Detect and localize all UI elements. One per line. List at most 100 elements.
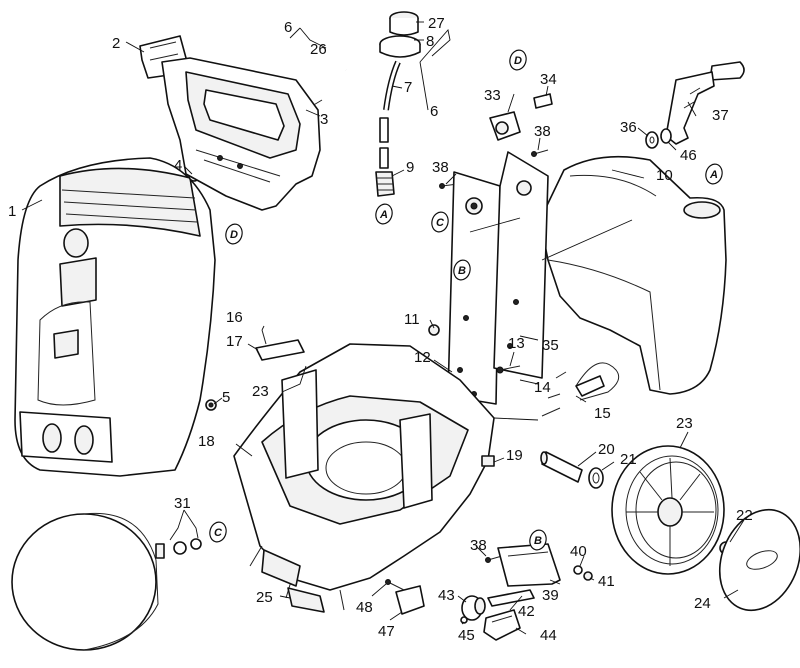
pin-48-part	[385, 579, 405, 591]
reference-marker-b-rail: B	[453, 259, 471, 281]
pedal-44-part	[483, 609, 521, 641]
shaft-42-part	[487, 589, 535, 607]
filler-cap-part	[379, 11, 421, 58]
label-27: 27	[428, 15, 445, 32]
bracket-39-part	[497, 543, 561, 587]
hose-reel-part	[11, 512, 202, 651]
svg-text:D: D	[514, 55, 522, 67]
label-20: 20	[598, 441, 615, 458]
label-25: 25	[256, 589, 273, 606]
label-43: 43	[438, 587, 455, 604]
handle-frame-part	[161, 57, 321, 211]
label-42: 42	[518, 603, 535, 620]
label-26: 26	[310, 41, 327, 58]
label-21: 21	[620, 451, 637, 468]
label-23-wheel: 23	[676, 415, 693, 432]
label-17: 17	[226, 333, 243, 350]
label-6-top: 6	[284, 19, 292, 36]
label-23-base: 23	[252, 383, 269, 400]
washer-46-part	[660, 128, 672, 144]
ring-21-part	[588, 467, 604, 489]
label-19: 19	[506, 447, 523, 464]
valve-33-part	[489, 111, 521, 141]
label-10: 10	[656, 167, 673, 184]
reference-marker-d-valve: D	[509, 49, 527, 71]
pin-45-part	[460, 616, 468, 624]
label-34: 34	[540, 71, 557, 88]
tank-part	[539, 155, 727, 395]
axle-20-part	[540, 451, 583, 483]
svg-text:B: B	[458, 265, 466, 277]
reference-marker-a-tank: A	[705, 163, 723, 185]
screw-38-lower-part	[485, 555, 503, 563]
washer-36-part	[645, 131, 659, 149]
reference-marker-d-handle: D	[225, 223, 243, 245]
label-37: 37	[712, 107, 729, 124]
svg-text:A: A	[709, 169, 718, 181]
svg-text:C: C	[214, 527, 223, 539]
label-33: 33	[484, 87, 501, 104]
label-16: 16	[226, 309, 243, 326]
label-3: 3	[320, 111, 328, 128]
label-18: 18	[198, 433, 215, 450]
foot-25-part	[287, 587, 325, 613]
label-9: 9	[406, 159, 414, 176]
svg-text:C: C	[436, 217, 445, 229]
wheel-part	[611, 445, 725, 575]
svg-text:A: A	[379, 209, 388, 221]
left-rail-part	[447, 171, 501, 405]
reference-marker-b-bracket: B	[529, 529, 547, 551]
screw-11-part	[428, 324, 440, 336]
label-1: 1	[8, 203, 16, 220]
screw-5-part	[205, 399, 217, 411]
label-41: 41	[598, 573, 615, 590]
clip-19-part	[481, 455, 495, 467]
base-housing-part	[233, 343, 495, 611]
label-48: 48	[356, 599, 373, 616]
label-6-right: 6	[430, 103, 438, 120]
screw-13-part	[496, 365, 521, 374]
label-38-upper: 38	[534, 123, 551, 140]
label-11: 11	[404, 311, 420, 328]
label-47: 47	[378, 623, 395, 640]
leader-lines	[21, 21, 745, 635]
washer-40-part	[573, 565, 583, 575]
label-35: 35	[542, 337, 559, 354]
svg-text:D: D	[230, 229, 238, 241]
clip-34-part	[533, 93, 553, 109]
label-13: 13	[508, 335, 525, 352]
reference-marker-c-reel: C	[209, 521, 227, 543]
label-39: 39	[542, 587, 559, 604]
label-2: 2	[112, 35, 120, 52]
latch-47-part	[395, 585, 425, 615]
label-44: 44	[540, 627, 557, 644]
label-40: 40	[570, 543, 587, 560]
label-4: 4	[174, 157, 182, 174]
roller-43-part	[461, 595, 486, 621]
right-rail-part	[493, 151, 549, 379]
label-24: 24	[694, 595, 711, 612]
hub-cap-24-part	[718, 508, 800, 612]
front-cover-part	[14, 157, 216, 477]
label-45: 45	[458, 627, 475, 644]
label-38-left: 38	[432, 159, 449, 176]
part-number-labels: 1 2 3 4 5 6 6 7 8 9 10 11 12 13 14 15 16…	[8, 15, 753, 644]
label-5: 5	[222, 389, 230, 406]
label-46: 46	[680, 147, 697, 164]
label-8: 8	[426, 33, 434, 50]
plate-17-part	[255, 329, 305, 361]
fill-tube-part	[375, 60, 401, 197]
label-14: 14	[534, 379, 551, 396]
reference-marker-a-top: A	[375, 203, 393, 225]
label-7: 7	[404, 79, 412, 96]
svg-text:B: B	[534, 535, 542, 547]
label-12: 12	[414, 349, 431, 366]
reference-marker-c-rail: C	[431, 211, 449, 233]
label-38-lower: 38	[470, 537, 487, 554]
label-36: 36	[620, 119, 637, 136]
label-22: 22	[736, 507, 753, 524]
label-31: 31	[174, 495, 191, 512]
vent-hose-part	[340, 24, 387, 71]
crank-handle-part	[665, 61, 745, 145]
